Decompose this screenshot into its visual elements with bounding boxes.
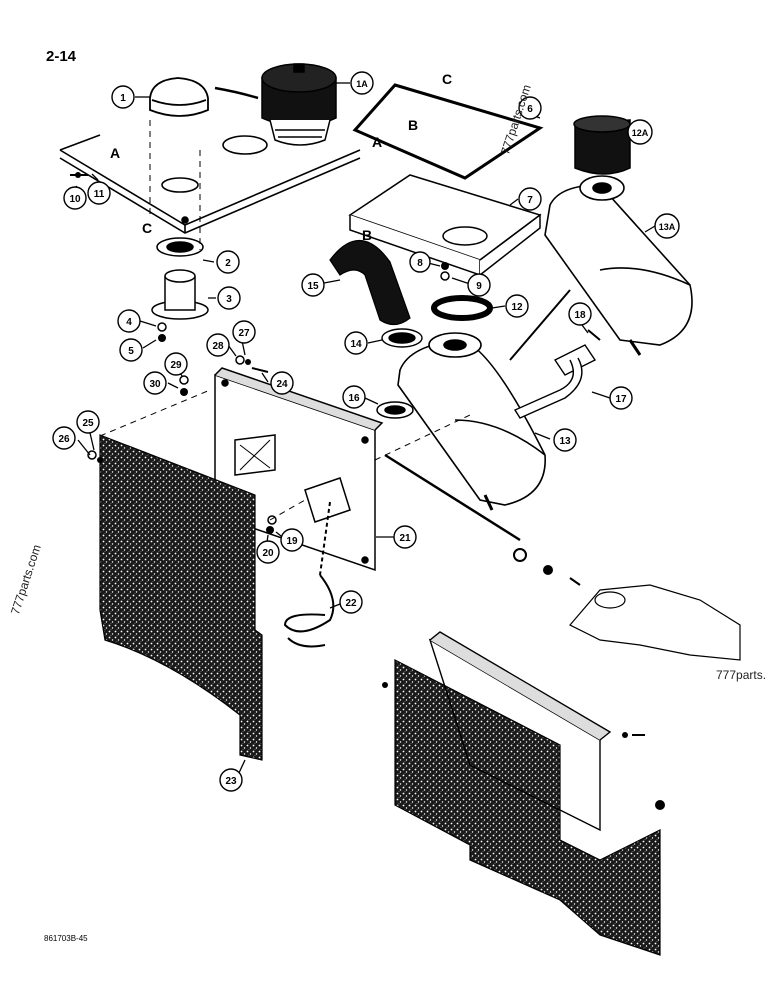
- callout-26: 26: [58, 434, 70, 445]
- insulation-pad-right: [394, 659, 661, 956]
- mounting-plate-right: [428, 631, 612, 832]
- bolt-18: [587, 329, 601, 341]
- callout-23: 23: [225, 776, 237, 787]
- callout-25: 25: [82, 418, 94, 429]
- callout-16: 16: [348, 393, 360, 404]
- callout-28: 28: [212, 341, 224, 352]
- hose-clamp-lower: [376, 401, 414, 419]
- callout-27: 27: [238, 328, 250, 339]
- callout-bubbles: [52, 71, 680, 792]
- collar-2: [156, 237, 204, 257]
- leader-lines: [99, 120, 471, 521]
- callout-labels: 1 1A 2 3 4 5 6 7 8 9 10 11 12 12A 13 13A…: [58, 79, 675, 787]
- section-letter-a2: A: [372, 134, 382, 150]
- tube-3: [151, 269, 209, 320]
- callout-12: 12: [511, 302, 523, 313]
- engine-corner: [569, 584, 741, 661]
- section-letter-a1: A: [110, 145, 120, 161]
- rubber-boot: [573, 115, 631, 175]
- callout-18: 18: [574, 310, 586, 321]
- air-cleaner-upper: [544, 175, 693, 356]
- callout-6: 6: [527, 104, 533, 115]
- callout-12a: 12A: [632, 128, 649, 138]
- callout-4: 4: [126, 317, 132, 328]
- callout-1a: 1A: [356, 79, 368, 89]
- callout-24: 24: [276, 379, 288, 390]
- callout-2: 2: [225, 258, 231, 269]
- callout-20: 20: [262, 548, 274, 559]
- callout-13a: 13A: [659, 222, 676, 232]
- callout-11: 11: [94, 189, 105, 200]
- watermark-right: 777parts.: [716, 668, 767, 682]
- precleaner: [261, 63, 337, 146]
- callout-17: 17: [615, 394, 627, 405]
- callout-3: 3: [226, 294, 232, 305]
- page-label: 2-14: [46, 48, 77, 65]
- vacuator-tube: [513, 344, 597, 419]
- hardware-small: [70, 172, 665, 810]
- section-letter-b2: B: [362, 227, 372, 243]
- document-number: 861703B-45: [44, 934, 88, 943]
- wire-harness: [283, 501, 335, 648]
- callout-30: 30: [149, 379, 161, 390]
- callout-21: 21: [399, 533, 411, 544]
- air-cleaner-lower: [397, 332, 546, 511]
- washer-9: [440, 271, 450, 281]
- section-letter-c1: C: [442, 71, 452, 87]
- seal-ring: [431, 295, 493, 321]
- section-letter-b1: B: [408, 117, 418, 133]
- callout-13: 13: [559, 436, 571, 447]
- precleaner-cap: [149, 77, 209, 117]
- callout-9: 9: [476, 281, 482, 292]
- section-letter-c2: C: [142, 220, 152, 236]
- filter-support: [348, 174, 542, 277]
- pipe-line: [384, 453, 521, 542]
- callout-7: 7: [527, 195, 533, 206]
- insulation-pad-left: [99, 434, 263, 761]
- duct-line: [509, 289, 571, 361]
- callout-10: 10: [69, 194, 81, 205]
- callout-22: 22: [345, 598, 357, 609]
- callout-29: 29: [170, 360, 182, 371]
- callout-leaders: [75, 82, 656, 776]
- nut-8: [441, 262, 449, 270]
- callout-14: 14: [350, 339, 362, 350]
- hose-clamp-upper: [381, 328, 423, 348]
- callout-1: 1: [120, 93, 126, 104]
- intake-hose: [329, 239, 411, 326]
- gasket-frame: [352, 83, 544, 180]
- callout-5: 5: [128, 346, 134, 357]
- callout-8: 8: [417, 258, 423, 269]
- callout-15: 15: [307, 281, 319, 292]
- callout-19: 19: [286, 536, 298, 547]
- precleaner-arrow: [214, 86, 259, 100]
